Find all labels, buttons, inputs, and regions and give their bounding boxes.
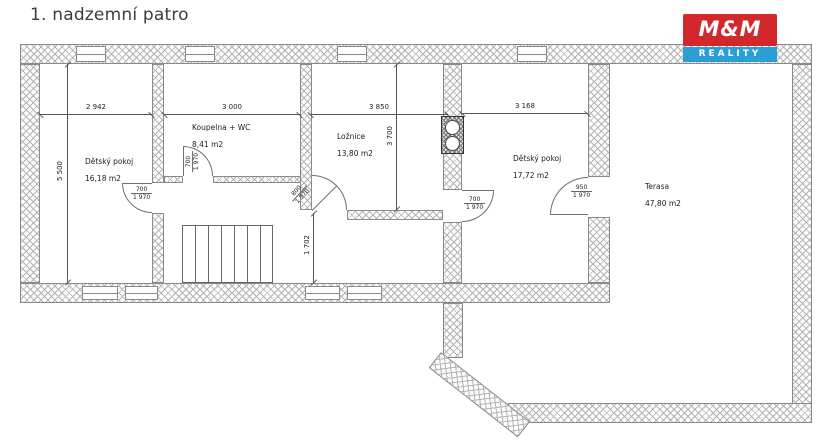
window-bottom-3 bbox=[305, 286, 340, 300]
door-leaf-terasa bbox=[550, 214, 588, 215]
logo-reality-text: REALITY bbox=[683, 47, 777, 62]
door-label-room1: 700 1 970 bbox=[131, 186, 153, 201]
wall-room1-right-upper bbox=[152, 64, 164, 183]
logo-mm-text: M&M bbox=[683, 14, 777, 46]
wall-terasa-right bbox=[792, 64, 812, 423]
wall-terasa-bottom bbox=[508, 403, 812, 423]
door-label-bathroom: 700 1 970 bbox=[185, 150, 201, 173]
window-bottom-2 bbox=[125, 286, 158, 300]
chimney-flue-top bbox=[445, 120, 460, 135]
dim-line-bath-width bbox=[164, 114, 300, 115]
door-leaf-bathroom bbox=[183, 146, 184, 176]
wall-bath-south-right bbox=[213, 176, 310, 183]
window-top-4 bbox=[517, 46, 547, 62]
room-name: Dětský pokoj bbox=[513, 154, 562, 163]
wall-house-terasa-upper bbox=[588, 64, 610, 177]
door-leaf-room1 bbox=[122, 183, 152, 184]
dim-line-room2-width bbox=[462, 113, 588, 114]
dim-label-bath-width: 3 000 bbox=[221, 103, 243, 111]
room-label-children1: Dětský pokoj 16,18 m2 bbox=[85, 157, 133, 183]
wall-outer-left bbox=[20, 64, 40, 283]
dim-line-bedroom-height bbox=[396, 64, 397, 210]
dim-label-room2-width: 3 168 bbox=[514, 102, 536, 110]
wall-bedroom-room2-lower bbox=[443, 222, 462, 283]
window-top-3 bbox=[337, 46, 367, 62]
mm-reality-logo: M&M REALITY bbox=[683, 14, 777, 62]
dim-line-hall-height bbox=[313, 213, 314, 283]
room-name: Terasa bbox=[645, 182, 670, 191]
wall-bath-bedroom bbox=[300, 64, 312, 210]
room-area: 17,72 m2 bbox=[513, 171, 549, 180]
dim-label-bedroom-height: 3 700 bbox=[386, 125, 394, 147]
dim-label-left-height: 5 500 bbox=[56, 160, 64, 182]
dim-line-bedroom-width bbox=[310, 114, 448, 115]
dim-line-room1-width bbox=[40, 114, 152, 115]
room-area: 8,41 m2 bbox=[192, 140, 224, 149]
window-top-1 bbox=[76, 46, 106, 62]
wall-outer-top bbox=[20, 44, 812, 64]
window-bottom-4 bbox=[347, 286, 382, 300]
room-name: Koupelna + WC bbox=[192, 123, 251, 132]
room-label-terasa: Terasa 47,80 m2 bbox=[645, 182, 681, 208]
dim-label-hall-height: 1 702 bbox=[303, 234, 311, 256]
wall-room1-right-lower bbox=[152, 213, 164, 283]
door-label-terasa: 950 1 970 bbox=[571, 184, 593, 199]
wall-bath-south-left bbox=[164, 176, 183, 183]
window-top-2 bbox=[185, 46, 215, 62]
room-name: Ložnice bbox=[337, 132, 366, 141]
dim-label-bedroom-width: 3 850 bbox=[368, 103, 390, 111]
room-label-bedroom: Ložnice 13,80 m2 bbox=[337, 132, 373, 158]
wall-terasa-left-stub bbox=[443, 303, 463, 358]
room-area: 13,80 m2 bbox=[337, 149, 373, 158]
chimney-flue-bottom bbox=[445, 136, 460, 151]
door-leaf-room2 bbox=[462, 190, 494, 191]
dim-label-room1-width: 2 942 bbox=[85, 103, 107, 111]
staircase bbox=[182, 225, 273, 283]
room-label-children2: Dětský pokoj 17,72 m2 bbox=[513, 154, 561, 180]
page-title: 1. nadzemní patro bbox=[30, 5, 189, 25]
room-area: 16,18 m2 bbox=[85, 174, 121, 183]
room-name: Dětský pokoj bbox=[85, 157, 134, 166]
wall-house-terasa-lower bbox=[588, 217, 610, 283]
door-label-room2: 700 1 970 bbox=[464, 196, 486, 211]
wall-terasa-diagonal bbox=[428, 352, 531, 438]
room-area: 47,80 m2 bbox=[645, 199, 681, 208]
dim-line-left-height bbox=[67, 64, 68, 283]
room-label-bathroom: Koupelna + WC 8,41 m2 bbox=[192, 123, 250, 149]
window-bottom-1 bbox=[82, 286, 118, 300]
